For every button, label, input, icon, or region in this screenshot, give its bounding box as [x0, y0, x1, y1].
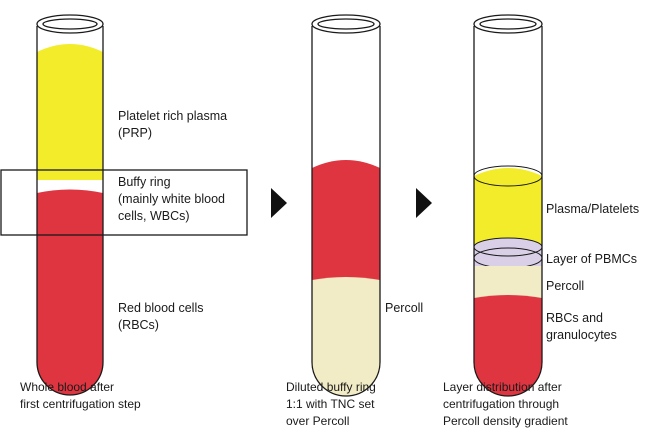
- tube-layer-distribution: [473, 14, 543, 397]
- pbmc-ring-top: [473, 237, 543, 257]
- prp-layer: [37, 44, 103, 180]
- tube-1-inner-rim: [42, 18, 98, 30]
- label-percoll-tube-3: Percoll: [546, 279, 584, 293]
- caption-tube-2: Diluted buffy ring 1:1 with TNC set over…: [286, 380, 379, 428]
- rbc-granulocytes-layer: [474, 295, 542, 396]
- caption-tube-1: Whole blood after first centrifugation s…: [20, 380, 141, 411]
- tube-2-rim: [311, 14, 381, 34]
- label-rbc: Red blood cells (RBCs): [118, 301, 207, 332]
- tube-3-inner-rim: [479, 18, 537, 30]
- tube-diluted-buffy: [311, 14, 381, 397]
- tube-2-outline: [311, 26, 381, 397]
- tube-1-rim: [36, 14, 104, 34]
- percoll-layer: [312, 277, 380, 396]
- label-pbmc-layer: Layer of PBMCs: [546, 252, 637, 266]
- label-buffy-ring: Buffy ring (mainly white blood cells, WB…: [118, 175, 228, 223]
- tube-3-rim: [473, 14, 543, 34]
- plasma-platelets-layer: [474, 168, 542, 250]
- buffy-ring-highlight-box: [0, 169, 248, 236]
- label-plasma-platelets: Plasma/Platelets: [546, 202, 639, 216]
- caption-tube-3: Layer distribution after centrifugation …: [443, 380, 568, 428]
- label-percoll-tube-2: Percoll: [385, 301, 423, 315]
- tube-2-inner-rim: [317, 18, 375, 30]
- arrow-step-1: [271, 188, 287, 218]
- arrow-step-2: [416, 188, 432, 218]
- label-prp: Platelet rich plasma (PRP): [118, 109, 231, 140]
- tube-3-outline: [473, 26, 543, 397]
- rbc-layer: [37, 189, 103, 395]
- tube-1-outline: [36, 26, 104, 396]
- tube-whole-blood: [36, 14, 104, 396]
- buffy-ring-layer: [37, 180, 103, 193]
- diluted-buffy-layer: [312, 160, 380, 280]
- label-rbc-granulocytes: RBCs and granulocytes: [546, 311, 617, 342]
- percoll-layer-tube-3: [474, 266, 542, 298]
